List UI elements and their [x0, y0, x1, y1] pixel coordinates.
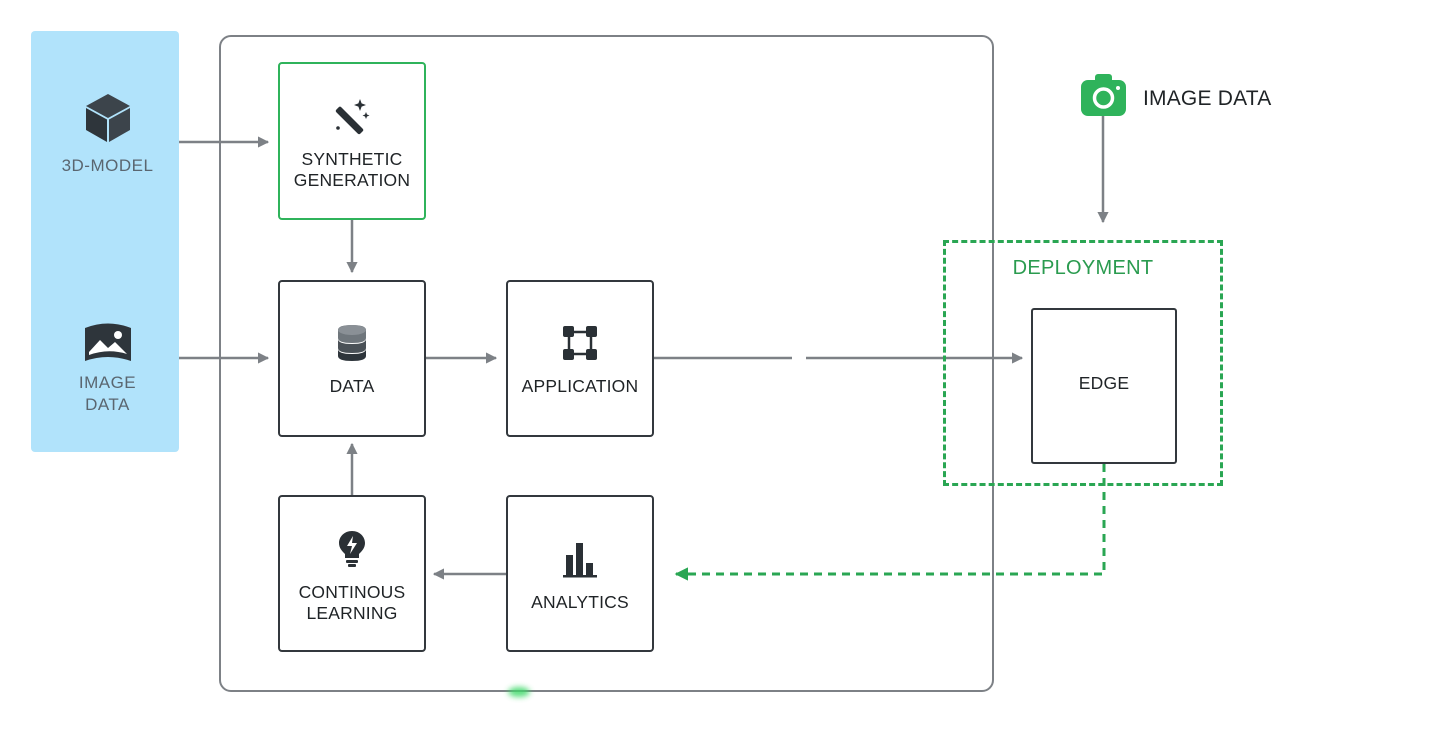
analytics-label: ANALYTICS — [531, 592, 629, 612]
synthetic-label-line1: SYNTHETIC — [301, 149, 403, 169]
synthetic-label-line2: GENERATION — [293, 170, 411, 190]
deployment-title: DEPLOYMENT — [1012, 257, 1154, 279]
learning-label-line2: LEARNING — [306, 602, 398, 623]
database-icon — [338, 325, 366, 361]
data-node[interactable]: DATA — [278, 280, 426, 437]
pipeline-frame — [219, 35, 994, 692]
image-data-icon — [85, 323, 131, 361]
edge-label: EDGE — [1078, 372, 1130, 393]
image-data-label: IMAGE DATA — [31, 372, 184, 416]
deployment-region — [943, 240, 1223, 486]
analytics-node[interactable]: ANALYTICS — [506, 495, 654, 652]
camera-image-data-label: IMAGE DATA — [1143, 87, 1272, 110]
vector-nodes-icon — [563, 326, 597, 360]
data-label: DATA — [329, 376, 375, 396]
image-data-label-line1: IMAGE — [78, 373, 137, 392]
edge-node[interactable]: EDGE — [1031, 308, 1177, 464]
cube-icon — [86, 94, 130, 142]
arrow-edge-to-analytics-dashed — [674, 464, 1106, 581]
magic-wand-icon — [335, 99, 370, 135]
synthetic-generation-label: SYNTHETIC GENERATION — [294, 149, 410, 191]
application-label: APPLICATION — [521, 376, 639, 396]
learning-label-line1: CONTINOUS — [298, 581, 406, 602]
3d-model-label: 3D-MODEL — [61, 156, 154, 175]
application-node[interactable]: APPLICATION — [506, 280, 654, 437]
lightbulb-icon — [339, 530, 365, 567]
bar-chart-icon — [563, 543, 597, 578]
synthetic-generation-node[interactable]: SYNTHETIC GENERATION — [278, 62, 426, 220]
frame-glow-dot — [508, 687, 530, 697]
continuous-learning-node[interactable]: CONTINOUS LEARNING — [278, 495, 426, 652]
image-data-label-line2: DATA — [85, 395, 130, 414]
continuous-learning-label: CONTINOUS LEARNING — [299, 582, 406, 624]
camera-icon — [1081, 74, 1126, 116]
